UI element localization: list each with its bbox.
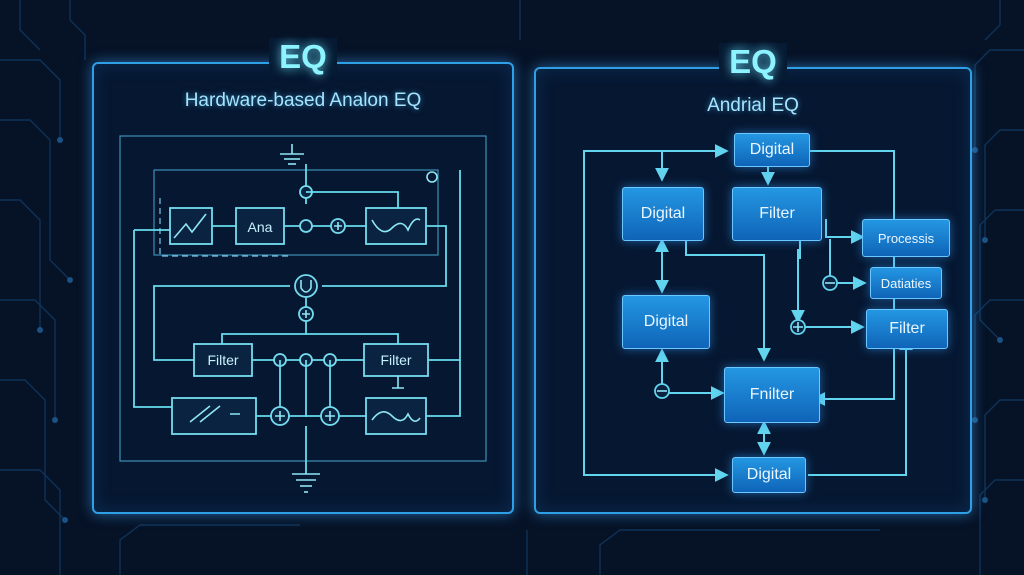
- filter-block-right: Filter: [866, 309, 948, 349]
- circuit-frame: [119, 135, 487, 462]
- datiaties-block: Datiaties: [870, 267, 942, 299]
- digital-flow-diagram: [583, 144, 913, 482]
- digital-eq-heading: EQ: [536, 43, 970, 81]
- dashed-signal-path: [159, 198, 290, 257]
- digital-block-lower-left: Digital: [622, 295, 710, 349]
- unity-node-icon: [294, 274, 318, 298]
- digital-block-top: Digital: [734, 133, 810, 167]
- junction-node: [299, 219, 313, 233]
- analog-stage-block: [171, 397, 257, 435]
- eq-curve-icon: [371, 411, 421, 422]
- upper-sub-frame: [153, 169, 439, 256]
- analog-circuit-diagram: Ana Filter Filter: [119, 135, 487, 493]
- analog-eq-heading: EQ: [94, 38, 512, 76]
- filter-right-label: Filter: [380, 352, 411, 368]
- digital-eq-subheading: Andrial EQ: [707, 95, 799, 116]
- ana-block: [235, 207, 285, 245]
- component-symbol-icon: [189, 405, 240, 423]
- ground-top-icon: [280, 144, 304, 165]
- digital-block-upper-left: Digital: [622, 187, 704, 241]
- processis-block: Processis: [862, 219, 950, 257]
- ramp-waveform-icon: [173, 213, 207, 239]
- ground-bottom-icon: [292, 473, 320, 493]
- digital-eq-panel: EQ Andrial EQ Digital D: [534, 43, 972, 514]
- filter-left-label: Filter: [207, 352, 238, 368]
- ana-label: Ana: [248, 219, 273, 235]
- filter-block-upper: Filter: [732, 187, 822, 241]
- corner-terminal: [426, 171, 438, 183]
- eq-curve-icon: [371, 218, 421, 233]
- filter-block-right: [363, 343, 429, 377]
- analog-input-block: [169, 207, 213, 245]
- analog-eq-subheading: Hardware-based Analon EQ: [184, 90, 422, 111]
- analog-eq-panel: EQ Hardware-based Analon EQ Ana: [92, 38, 514, 514]
- digital-block-bottom: Digital: [732, 457, 806, 493]
- fnilter-block: Fnilter: [724, 367, 820, 423]
